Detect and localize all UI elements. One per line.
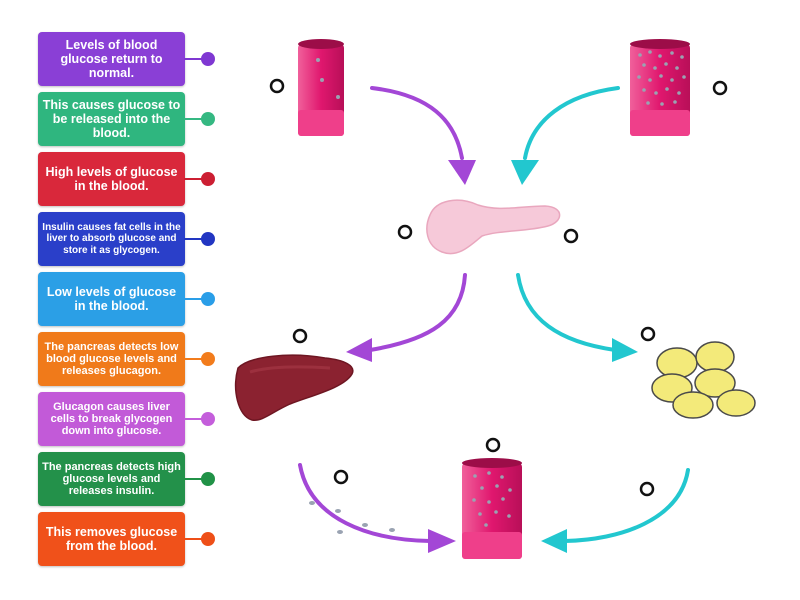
label-drag-pin-6[interactable] [201,352,215,366]
blood-vessel-high-glucose [630,39,690,136]
drop-targets [269,78,728,497]
arrows [298,86,690,553]
drop-target-9[interactable] [639,481,655,497]
fat-cells [651,341,756,419]
label-pin-line [184,178,204,180]
label-card-text: Low levels of glucose in the blood. [46,285,177,313]
blood-vessel-normal-glucose [462,458,522,559]
label-pin-line [184,298,204,300]
label-drag-pin-8[interactable] [201,472,215,486]
label-pin-line [184,418,204,420]
pancreas [426,199,561,255]
liver [234,354,354,421]
drop-target-6[interactable] [640,326,656,342]
label-card-5[interactable]: Low levels of glucose in the blood. [38,272,185,326]
label-card-text: Levels of blood glucose return to normal… [60,38,163,80]
released-glucose-dots [309,501,395,534]
label-card-2[interactable]: This causes glucose to be released into … [38,92,185,146]
label-card-4[interactable]: Insulin causes fat cells in the liver to… [38,212,185,266]
drop-target-5[interactable] [292,328,308,344]
label-card-text: Glucagon causes liver cells to break gly… [50,400,173,438]
label-drag-pin-3[interactable] [201,172,215,186]
label-drag-pin-4[interactable] [201,232,215,246]
drop-target-4[interactable] [563,228,579,244]
label-drag-pin-9[interactable] [201,532,215,546]
drop-target-2[interactable] [712,80,728,96]
label-pin-line [184,478,204,480]
label-card-text: Insulin causes fat cells in the liver to… [42,222,181,256]
label-card-9[interactable]: This removes glucose from the blood. [38,512,185,566]
label-pin-line [184,118,204,120]
label-card-6[interactable]: The pancreas detects low blood glucose l… [38,332,185,386]
drop-target-7[interactable] [485,437,501,453]
label-pin-line [184,538,204,540]
label-card-8[interactable]: The pancreas detects high glucose levels… [38,452,185,506]
label-card-text: The pancreas detects high glucose levels… [42,460,181,498]
label-drag-pin-2[interactable] [201,112,215,126]
label-card-text: The pancreas detects low blood glucose l… [44,340,179,378]
label-card-text: High levels of glucose in the blood. [45,165,178,193]
drop-target-3[interactable] [397,224,413,240]
label-pin-line [184,238,204,240]
drop-target-1[interactable] [269,78,285,94]
label-card-3[interactable]: High levels of glucose in the blood. [38,152,185,206]
label-drag-pin-1[interactable] [201,52,215,66]
label-card-text: This removes glucose from the blood. [45,525,178,553]
label-drag-pin-5[interactable] [201,292,215,306]
label-pin-line [184,58,204,60]
label-card-text: This causes glucose to be released into … [42,98,181,140]
drop-target-8[interactable] [333,469,349,485]
label-card-1[interactable]: Levels of blood glucose return to normal… [38,32,185,86]
label-pin-line [184,358,204,360]
label-card-7[interactable]: Glucagon causes liver cells to break gly… [38,392,185,446]
label-drag-pin-7[interactable] [201,412,215,426]
blood-vessel-low-glucose [298,39,344,136]
